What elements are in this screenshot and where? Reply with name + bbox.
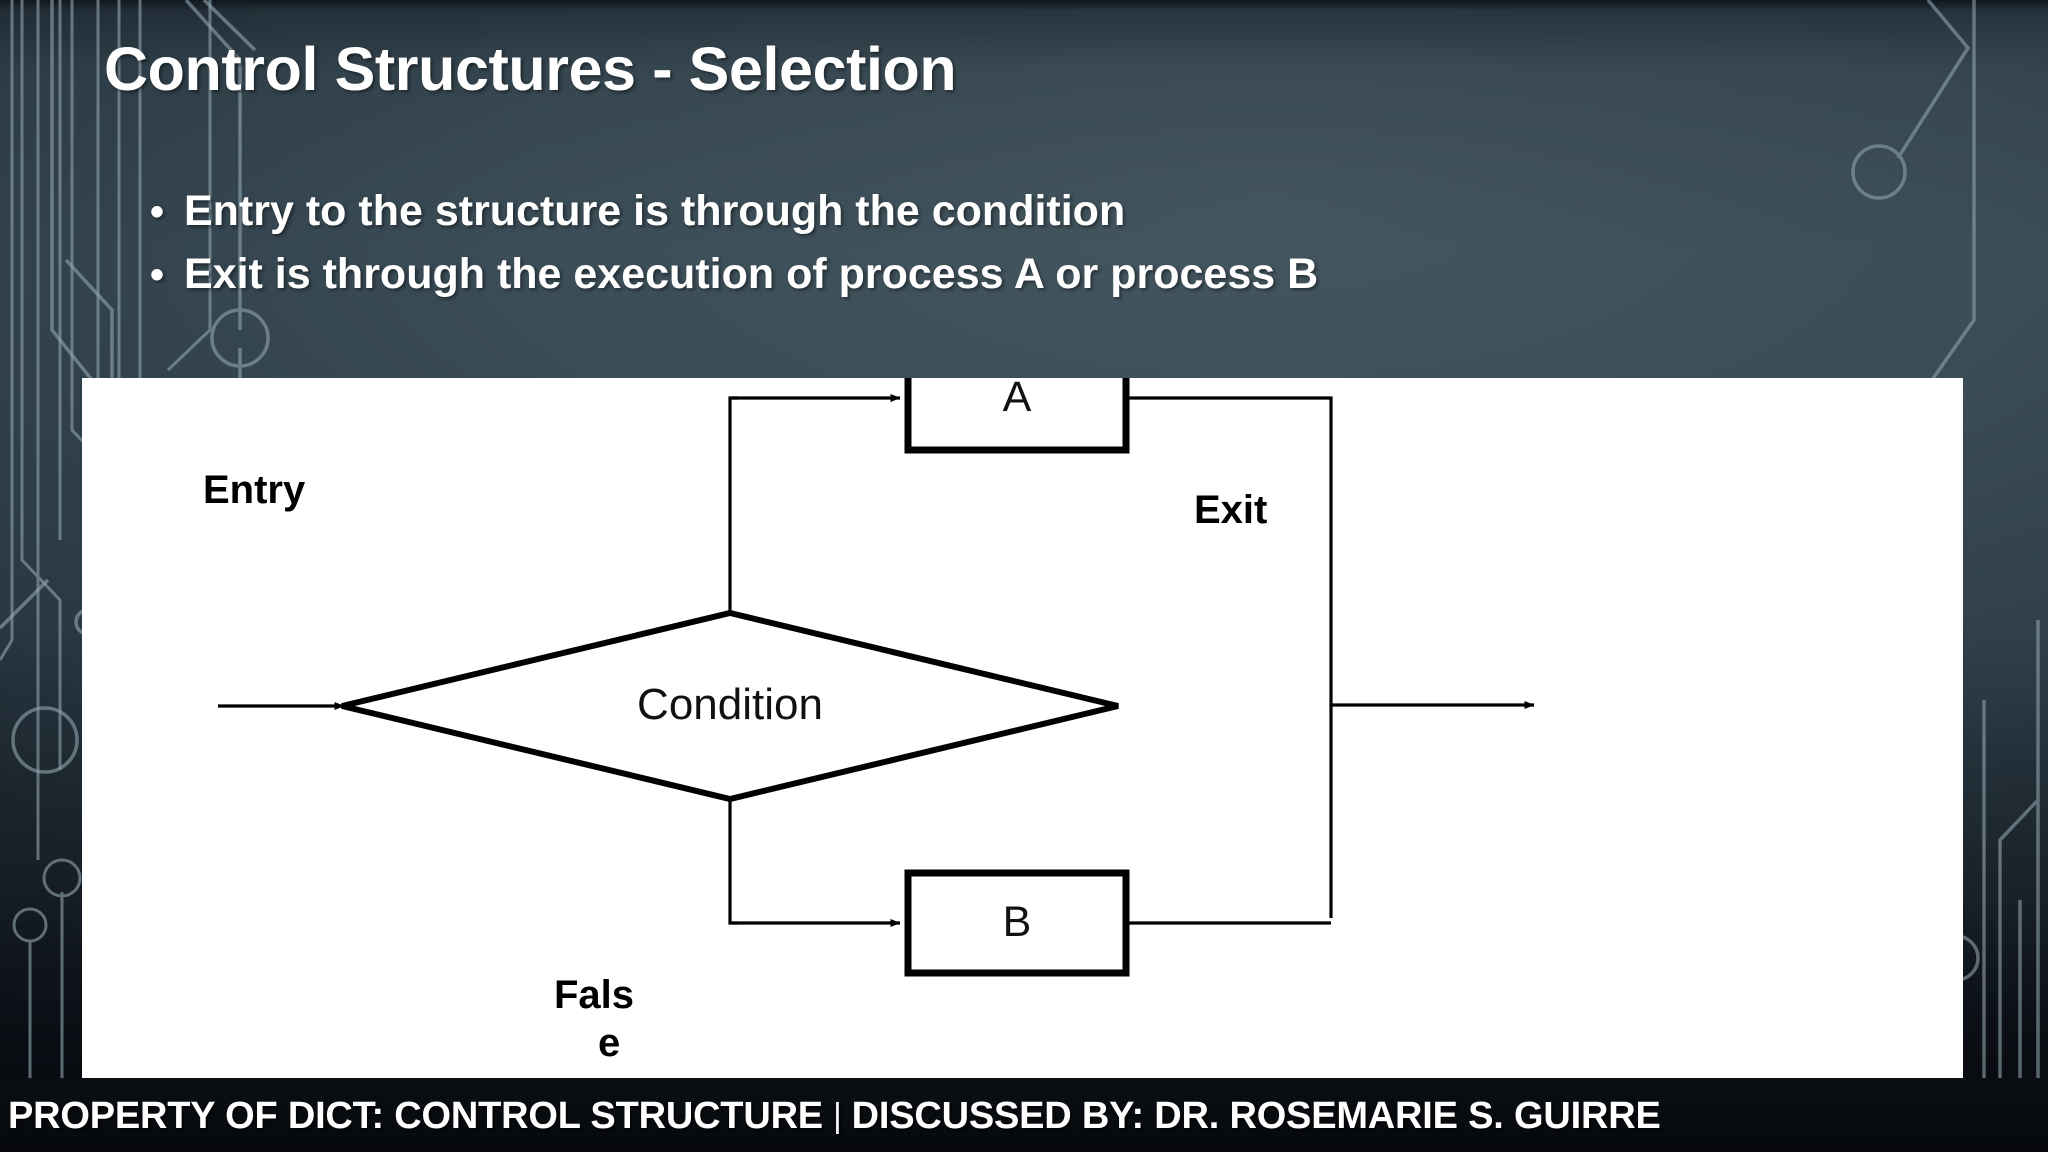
- bullet-dot-icon: •: [150, 190, 165, 234]
- true-label: True: [555, 378, 639, 383]
- footer-band: [0, 1078, 2048, 1152]
- entry-label: Entry: [203, 468, 306, 512]
- process-b-label: B: [1003, 898, 1032, 946]
- bullet-dot-icon: •: [150, 253, 165, 298]
- exit-label: Exit: [1194, 488, 1267, 532]
- bullet-list: • Entry to the structure is through the …: [150, 180, 2030, 306]
- condition-diamond: [341, 609, 1119, 803]
- bullet-text: Exit is through the execution of process…: [184, 250, 1319, 299]
- list-item: • Entry to the structure is through the …: [150, 180, 2030, 243]
- footer-left-text: PROPERTY OF DICT: CONTROL STRUCTURE: [8, 1094, 823, 1137]
- selection-flowchart: A B True Fals e Entry Exit Condition: [203, 378, 1535, 1065]
- footer-right-text: DISCUSSED BY: DR. ROSEMARIE S. GUIRRE: [851, 1094, 1661, 1137]
- false-label-line1: Fals: [554, 973, 634, 1017]
- true-branch-line: [728, 396, 738, 613]
- bullet-text: Entry to the structure is through the co…: [184, 187, 1126, 235]
- condition-label: Condition: [637, 680, 823, 729]
- page-title: Control Structures - Selection: [104, 35, 957, 103]
- footer: PROPERTY OF DICT: CONTROL STRUCTURE | DI…: [8, 1090, 2040, 1142]
- false-label-line2: e: [598, 1021, 620, 1065]
- process-a-label: A: [1003, 378, 1032, 421]
- footer-separator: |: [832, 1096, 842, 1135]
- list-item: • Exit is through the execution of proce…: [150, 243, 2030, 306]
- process-a-box: [904, 378, 1130, 454]
- process-a-output-line: [1126, 396, 1333, 918]
- false-branch-line: [728, 799, 738, 925]
- flowchart-panel: A B True Fals e Entry Exit Condition: [82, 378, 1963, 1078]
- slide-top-edge: [0, 0, 2048, 10]
